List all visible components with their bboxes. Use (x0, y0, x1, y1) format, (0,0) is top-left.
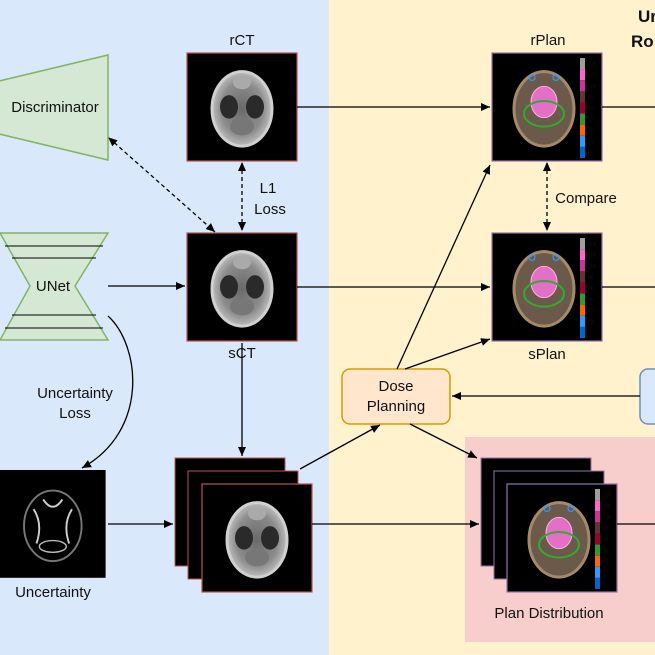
colorbar-tick: 105 (588, 73, 597, 79)
colorbar-segment (580, 80, 585, 92)
colorbar-segment (580, 249, 585, 261)
colorbar-segment (595, 533, 600, 545)
colorbar-tick: 20 (603, 570, 609, 576)
colorbar-tick: 105 (603, 504, 612, 510)
sct-image (185, 231, 299, 343)
dose-to-plan-stack-arrow (409, 423, 478, 459)
compare-label: Compare (555, 190, 617, 207)
uncertainty-image (0, 469, 107, 579)
colorbar-tick: 0 (588, 150, 591, 156)
dose-planning-label-line1: Dose (378, 378, 413, 395)
colorbar-segment (580, 91, 585, 103)
rplan-image (490, 51, 604, 163)
panel-title-line2: Ro (631, 32, 654, 51)
colorbar-segment (595, 489, 600, 501)
colorbar-tick: 109 (588, 242, 597, 248)
plan-input-box (639, 368, 655, 425)
plan-distribution-label: Plan Distribution (494, 605, 603, 622)
colorbar-segment (580, 260, 585, 272)
colorbar-tick: 109 (603, 493, 612, 499)
discriminator-block (0, 54, 109, 161)
rct-label: rCT (230, 32, 255, 49)
colorbar-segment (580, 135, 585, 147)
colorbar-segment (580, 113, 585, 125)
panel-title-line1: Ur (638, 7, 655, 26)
sct-stack (174, 457, 314, 594)
colorbar-segment (580, 69, 585, 81)
colorbar-tick: 20 (588, 319, 594, 325)
colorbar-tick: 90 (588, 106, 594, 112)
stack-to-dose-arrow (299, 424, 381, 470)
colorbar-tick: 80 (588, 297, 594, 303)
splan-image (490, 231, 604, 343)
colorbar-segment (595, 500, 600, 512)
colorbar-tick: 95 (588, 275, 594, 281)
colorbar-segment (580, 304, 585, 316)
dose-planning-label-line2: Planning (367, 398, 425, 415)
colorbar-tick: 80 (603, 548, 609, 554)
colorbar-tick: 80 (588, 117, 594, 123)
colorbar-tick: 100 (588, 264, 597, 270)
colorbar-tick: 95 (603, 526, 609, 532)
colorbar-tick: 95 (588, 95, 594, 101)
dose-to-rplan-arrow (396, 164, 491, 370)
colorbar-segment (595, 555, 600, 567)
colorbar-tick: 50 (603, 559, 609, 565)
unet-block (0, 232, 110, 341)
uncertainty-loss-label-line2: Loss (59, 405, 91, 422)
splan-colorbar: 109 105 100 95 90 80 50 20 0 (580, 238, 597, 338)
discriminator-label: Discriminator (11, 99, 99, 116)
colorbar-tick: 100 (588, 84, 597, 90)
rplan-label: rPlan (530, 32, 565, 49)
rct-image (185, 51, 299, 163)
colorbar-segment (595, 566, 600, 578)
colorbar-tick: 20 (588, 139, 594, 145)
colorbar-segment (580, 293, 585, 305)
colorbar-tick: 0 (603, 581, 606, 587)
colorbar-segment (595, 511, 600, 523)
colorbar-tick: 50 (588, 308, 594, 314)
dose-planning-box (341, 368, 451, 425)
l1-loss-label-line2: Loss (254, 201, 286, 218)
colorbar-segment (595, 577, 600, 589)
rplan-colorbar: 109 105 100 95 90 80 50 20 0 (580, 58, 597, 158)
colorbar-tick: 50 (588, 128, 594, 134)
plan-stack-colorbar: 109 105 100 95 90 80 50 20 0 (595, 489, 612, 589)
edges (81, 103, 655, 528)
l1-loss-label-line1: L1 (260, 180, 277, 197)
colorbar-segment (580, 146, 585, 158)
colorbar-segment (580, 58, 585, 70)
colorbar-segment (580, 282, 585, 294)
splan-label: sPlan (528, 346, 566, 363)
colorbar-segment (580, 271, 585, 283)
colorbar-segment (595, 522, 600, 534)
colorbar-tick: 0 (588, 330, 591, 336)
plan-stack (480, 457, 619, 594)
colorbar-segment (580, 124, 585, 136)
discriminator-sct-arrow (108, 137, 216, 233)
colorbar-segment (595, 544, 600, 556)
uncertainty-loss-label-line1: Uncertainty (37, 385, 113, 402)
colorbar-segment (580, 238, 585, 250)
dose-to-splan-arrow (404, 338, 491, 370)
colorbar-segment (580, 102, 585, 114)
colorbar-segment (580, 326, 585, 338)
unet-label: UNet (36, 278, 71, 295)
colorbar-tick: 105 (588, 253, 597, 259)
colorbar-tick: 109 (588, 62, 597, 68)
colorbar-segment (580, 315, 585, 327)
uncertainty-label: Uncertainty (15, 584, 91, 601)
colorbar-tick: 90 (603, 537, 609, 543)
uncertainty-loss-arrow (81, 315, 134, 469)
unet-skip-lines (5, 245, 103, 329)
colorbar-tick: 90 (588, 286, 594, 292)
colorbar-tick: 100 (603, 515, 612, 521)
